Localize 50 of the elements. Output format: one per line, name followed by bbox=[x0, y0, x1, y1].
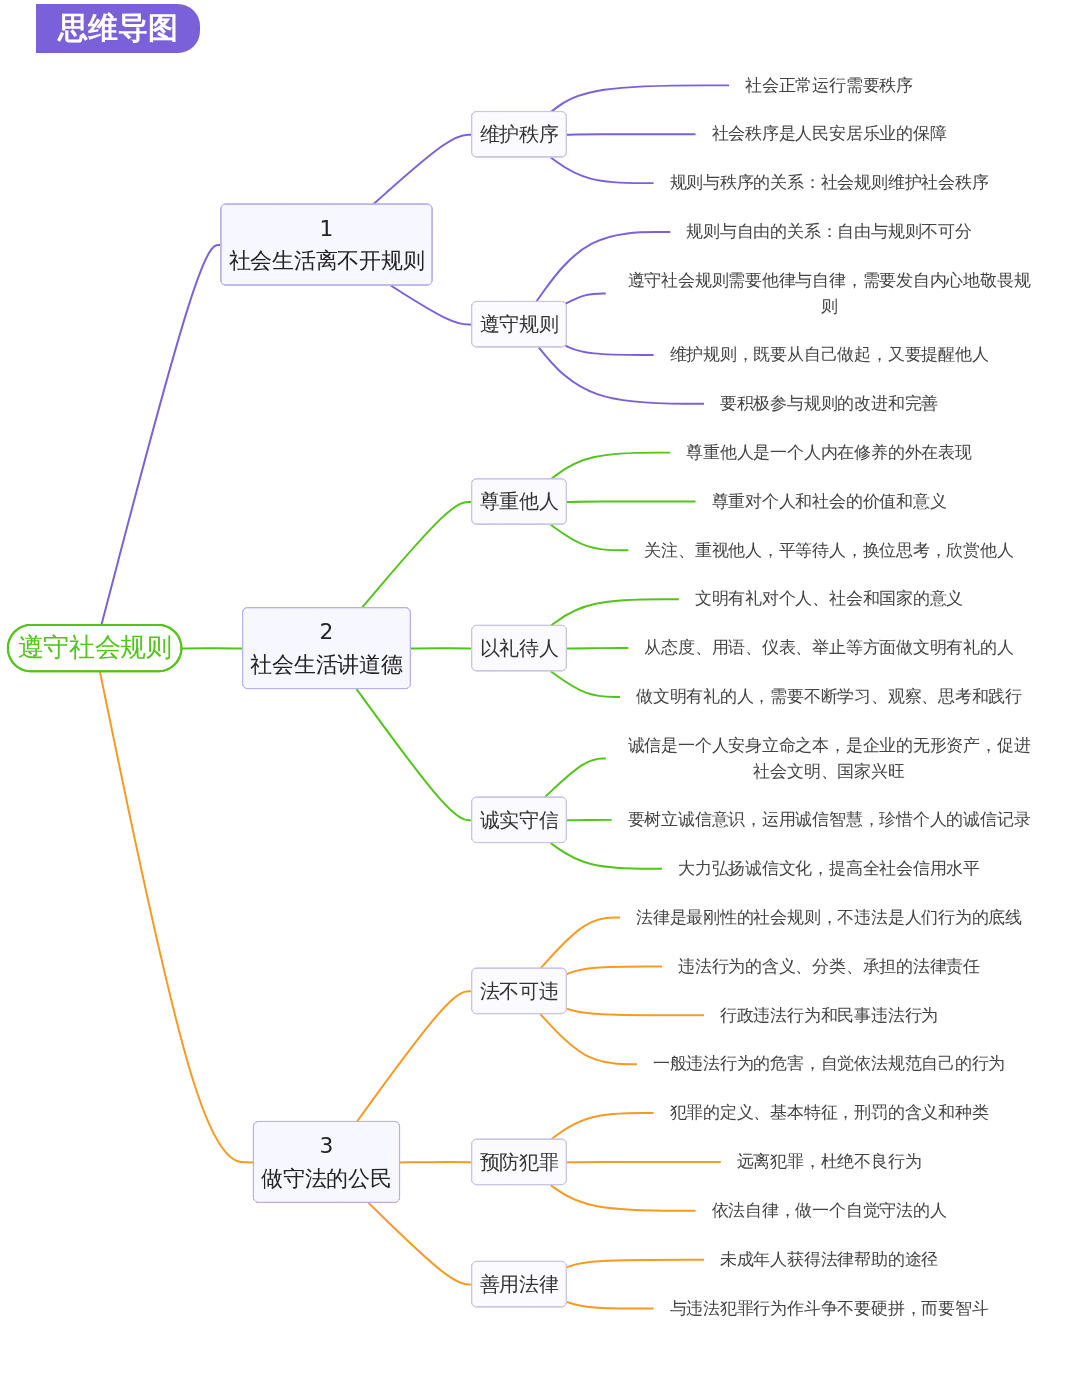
connector bbox=[565, 1258, 706, 1269]
connector bbox=[564, 292, 607, 305]
connector bbox=[565, 1160, 722, 1164]
connector bbox=[565, 1007, 706, 1017]
node-text: 做文明有礼的人，需要不断学习、观察、思考和践行 bbox=[635, 686, 1022, 707]
node-text: 诚信是一个人安身立命之本，是企业的无形资产，促进社会文明、国家兴旺 bbox=[627, 735, 1031, 781]
connector bbox=[565, 133, 697, 136]
node-text: 未成年人获得法律帮助的途径 bbox=[719, 1249, 939, 1269]
node-text: 社会正常运行需要秩序 bbox=[745, 74, 913, 95]
connector bbox=[535, 231, 672, 303]
node-text: 从态度、用语、仪表、举止等方面做文明有礼的人 bbox=[644, 637, 1014, 658]
node-text: 关注、重视他人，平等待人，换位思考，欣赏他人 bbox=[644, 539, 1014, 560]
node-text: 文明有礼对个人、社会和国家的意义 bbox=[694, 588, 964, 609]
node-text: 规则与自由的关系：自由与规则不可分 bbox=[686, 221, 972, 242]
node-text: 一般违法行为的危害，自觉依法规范自己的行为 bbox=[652, 1053, 1006, 1074]
connector bbox=[549, 842, 664, 870]
node-text: 犯罪的定义、基本特征，刑罚的含义和种类 bbox=[669, 1102, 989, 1123]
node-text: 法律是最刚性的社会规则，不违法是人们行为的底线 bbox=[635, 906, 1022, 927]
node-text: 要树立诚信意识，运用诚信智慧，珍惜个人的诚信记录 bbox=[627, 809, 1031, 829]
connector bbox=[565, 1300, 655, 1310]
node-text: 社会秩序是人民安居乐业的保障 bbox=[711, 123, 947, 144]
node-text: 行政违法行为和民事违法行为 bbox=[719, 1004, 939, 1025]
connector bbox=[539, 916, 622, 970]
connector bbox=[565, 500, 697, 503]
node-text: 维护规则，既要从自己做起，又要提醒他人 bbox=[669, 344, 989, 365]
connector bbox=[549, 1184, 697, 1212]
node-text: 大力弘扬诚信文化，提高全社会信用水平 bbox=[677, 858, 981, 878]
node-text: 尊重对个人和社会的价值和意义 bbox=[711, 490, 947, 511]
connector bbox=[565, 965, 664, 976]
connector bbox=[549, 598, 680, 627]
connector bbox=[564, 344, 655, 356]
connector bbox=[549, 156, 655, 185]
node-text: 与违法犯罪行为作斗争不要硬拼，而要智斗 bbox=[669, 1297, 989, 1318]
connector bbox=[549, 523, 630, 552]
node-text: 遵守社会规则需要他律与自律，需要发自内心地敬畏规则 bbox=[627, 270, 1031, 316]
connector bbox=[565, 818, 613, 822]
node-text: 要积极参与规则的改进和完善 bbox=[719, 393, 939, 413]
connector bbox=[98, 670, 255, 1164]
node-text: 违法行为的含义、分类、承担的法律责任 bbox=[677, 955, 981, 976]
connector bbox=[537, 346, 706, 405]
connector bbox=[549, 670, 622, 698]
node-text: 依法自律，做一个自觉守法的人 bbox=[711, 1200, 947, 1220]
connector bbox=[549, 1112, 655, 1141]
node-text: 规则与秩序的关系：社会规则维护社会秩序 bbox=[669, 172, 989, 193]
connector bbox=[539, 1013, 638, 1066]
connector bbox=[543, 757, 607, 799]
node-text: 尊重他人是一个人内在修养的外在表现 bbox=[686, 442, 972, 462]
connector bbox=[565, 647, 630, 650]
node-text: 远离犯罪，杜绝不良行为 bbox=[736, 1151, 922, 1172]
title-banner: 思维导图 bbox=[36, 4, 200, 53]
